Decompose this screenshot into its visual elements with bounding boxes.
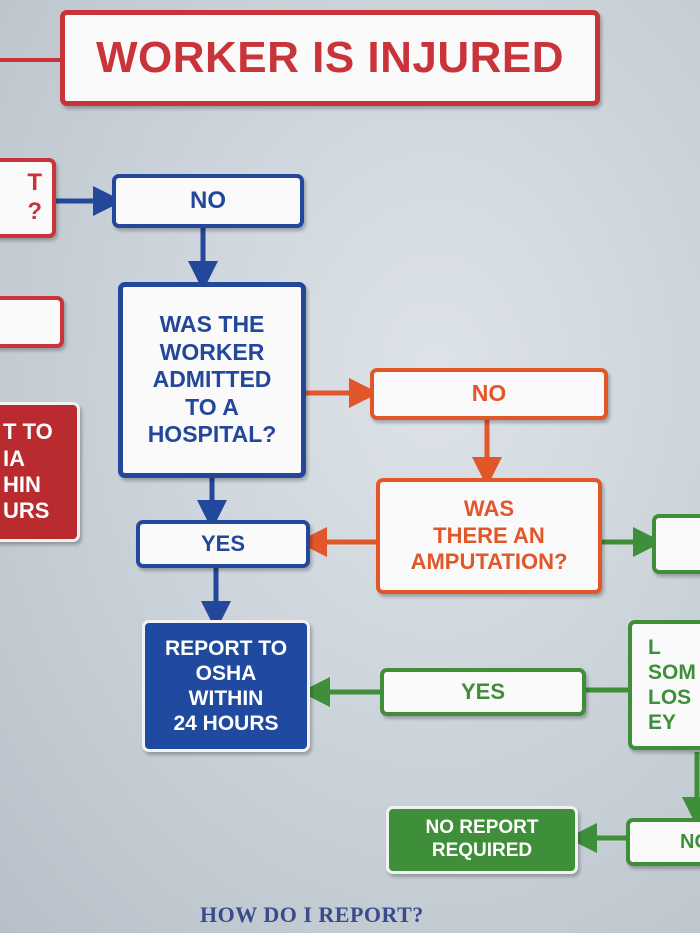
yes-box-1: YES bbox=[136, 520, 310, 568]
no-report-required-box: NO REPORT REQUIRED bbox=[386, 806, 578, 874]
worker-injured-title: WORKER IS INJURED bbox=[60, 10, 600, 106]
admitted-hospital-question-text: WAS THE WORKER ADMITTED TO A HOSPITAL? bbox=[147, 311, 277, 448]
right-partial-eye-box: L SOM LOS EY bbox=[628, 620, 700, 750]
no-box-1: NO bbox=[112, 174, 304, 228]
report-osha-box: REPORT TO OSHA WITHIN 24 HOURS bbox=[142, 620, 310, 752]
right-partial-no-text: NC bbox=[680, 831, 700, 853]
right-partial-no-box: NC bbox=[626, 818, 700, 866]
amputation-question-box: WAS THERE AN AMPUTATION? bbox=[376, 478, 602, 594]
admitted-hospital-question-box: WAS THE WORKER ADMITTED TO A HOSPITAL? bbox=[118, 282, 306, 478]
left-partial-report-box: T TO IA HIN URS bbox=[0, 402, 80, 542]
left-partial-question-box: T ? bbox=[0, 158, 56, 238]
right-partial-box-top bbox=[652, 514, 700, 574]
report-osha-text: REPORT TO OSHA WITHIN 24 HOURS bbox=[164, 636, 288, 736]
yes-box-2-text: YES bbox=[460, 678, 506, 704]
no-box-2-text: NO bbox=[471, 380, 507, 407]
left-partial-question-text: T ? bbox=[27, 169, 42, 225]
no-box-1-text: NO bbox=[190, 186, 226, 214]
worker-injured-title-text: WORKER IS INJURED bbox=[95, 32, 565, 82]
yes-box-1-text: YES bbox=[200, 530, 246, 556]
left-partial-report-text: T TO IA HIN URS bbox=[3, 419, 53, 524]
no-box-2: NO bbox=[370, 368, 608, 420]
yes-box-2: YES bbox=[380, 668, 586, 716]
how-do-i-report-heading: HOW DO I REPORT? bbox=[200, 902, 424, 927]
left-partial-blank-box bbox=[0, 296, 64, 348]
right-partial-eye-text: L SOM LOS EY bbox=[648, 635, 696, 735]
no-report-required-text: NO REPORT REQUIRED bbox=[425, 817, 539, 861]
amputation-question-text: WAS THERE AN AMPUTATION? bbox=[410, 496, 568, 575]
